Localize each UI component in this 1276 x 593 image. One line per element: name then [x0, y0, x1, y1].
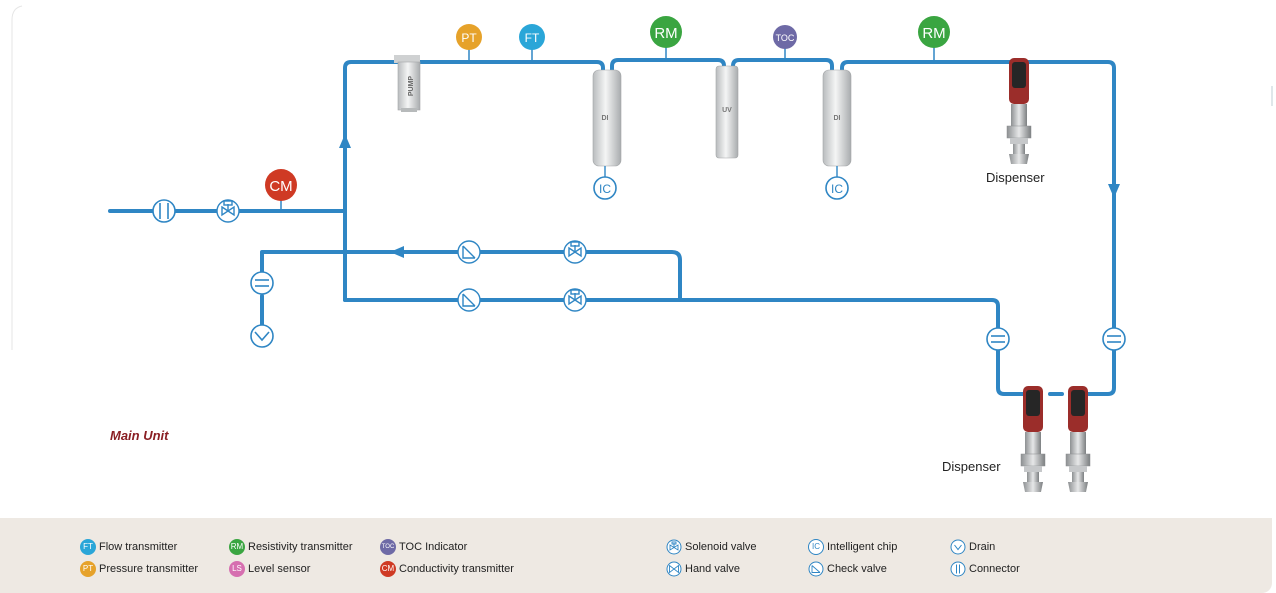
- legend-item-resistivity-transmitter: RM Resistivity transmitter: [229, 539, 353, 555]
- rm-sensor-1-label: RM: [654, 25, 677, 42]
- connector-symbol: [152, 199, 176, 223]
- chip-label-2: IC: [831, 182, 843, 196]
- hand-valve-icon: [666, 561, 682, 577]
- pipework: [108, 58, 1116, 396]
- legend-item-toc-indicator: TOC TOC Indicator: [380, 539, 467, 555]
- pt-sensor-label: PT: [461, 31, 477, 45]
- dispenser-bottom-left: [1020, 385, 1046, 493]
- cm-icon: CM: [380, 561, 396, 577]
- legend-label: Level sensor: [248, 563, 311, 575]
- legend-label: Hand valve: [685, 563, 741, 575]
- bottom-return-pipe: [260, 250, 682, 302]
- pt-icon: PT: [80, 561, 96, 577]
- main-unit-frame: [11, 5, 23, 350]
- check-valve-icon: [808, 561, 824, 577]
- legend-label: Flow transmitter: [99, 541, 178, 553]
- legend-label: Solenoid valve: [685, 541, 757, 553]
- loop-segment-1: [610, 58, 726, 74]
- ft-sensor-label: FT: [525, 31, 540, 45]
- toc-icon: TOC: [380, 539, 396, 555]
- legend: FT Flow transmitter PT Pressure transmit…: [0, 518, 1272, 593]
- legend-item-flow-transmitter: FT Flow transmitter: [80, 539, 177, 555]
- legend-item-connector: Connector: [950, 561, 1020, 577]
- di-label-2: DI: [834, 115, 841, 122]
- connector-right-1: [986, 327, 1010, 351]
- drain-symbol: [250, 324, 274, 348]
- solenoid-valve-upper: [563, 240, 587, 264]
- dispenser-top: [1006, 57, 1032, 165]
- solenoid-valve-lower: [563, 288, 587, 312]
- legend-label: TOC Indicator: [399, 541, 468, 553]
- legend-item-pressure-transmitter: PT Pressure transmitter: [80, 561, 198, 577]
- dispenser-bottom-right: [1065, 385, 1091, 493]
- pump: PUMP: [394, 55, 421, 112]
- rm-sensor-2: RM: [918, 16, 950, 62]
- legend-item-check-valve: Check valve: [808, 561, 887, 577]
- legend-item-conductivity-transmitter: CM Conductivity transmitter: [380, 561, 514, 577]
- legend-item-level-sensor: LS Level sensor: [229, 561, 310, 577]
- flow-arrow-left: [390, 246, 404, 258]
- di-label-1: DI: [602, 115, 609, 122]
- loop-segment-2: [731, 58, 834, 74]
- connector-left: [250, 271, 274, 295]
- legend-item-hand-valve: Hand valve: [666, 561, 740, 577]
- rm-sensor-2-label: RM: [922, 25, 945, 42]
- pt-sensor: PT: [456, 24, 482, 62]
- legend-item-drain: Drain: [950, 539, 995, 555]
- main-loop-pipe: [343, 60, 605, 302]
- flow-arrow-up: [339, 134, 351, 148]
- dispenser-bottom-label: Dispenser: [942, 459, 1001, 474]
- legend-item-intelligent-chip: IC Intelligent chip: [808, 539, 897, 555]
- legend-label: Pressure transmitter: [99, 563, 199, 575]
- pump-label: PUMP: [408, 76, 415, 97]
- legend-label: Drain: [969, 541, 996, 553]
- rm-sensor-1: RM: [650, 16, 682, 60]
- ft-icon: FT: [80, 539, 96, 555]
- loop-segment-3: [840, 60, 1116, 396]
- intelligent-chip-icon: IC: [808, 539, 824, 555]
- legend-label: Intelligent chip: [827, 541, 898, 553]
- check-valve-lower: [457, 288, 481, 312]
- legend-label: Connector: [969, 563, 1020, 575]
- main-unit-label: Main Unit: [110, 428, 169, 443]
- ft-sensor: FT: [519, 24, 545, 62]
- return-upper-pipe: [678, 298, 1026, 396]
- di-cartridge-2: DI: [822, 69, 852, 167]
- intelligent-chip-2: IC: [825, 166, 849, 200]
- intelligent-chip-1: IC: [593, 166, 617, 200]
- flow-arrow-down: [1108, 184, 1120, 198]
- connector-right-2: [1102, 327, 1126, 351]
- uv-lamp: UV: [715, 65, 739, 159]
- legend-label: Check valve: [827, 563, 887, 575]
- di-cartridge-1: DI: [592, 69, 622, 167]
- legend-label: Conductivity transmitter: [399, 563, 514, 575]
- legend-label: Resistivity transmitter: [248, 541, 353, 553]
- solenoid-valve-inlet: [216, 199, 240, 223]
- toc-sensor-label: TOC: [776, 33, 795, 43]
- connector-icon: [950, 561, 966, 577]
- uv-label: UV: [722, 107, 732, 114]
- chip-label-1: IC: [599, 182, 611, 196]
- cm-sensor: CM: [265, 169, 297, 211]
- legend-item-solenoid-valve: Solenoid valve: [666, 539, 757, 555]
- toc-sensor: TOC: [773, 25, 797, 60]
- dispenser-top-label: Dispenser: [986, 170, 1045, 185]
- ls-icon: LS: [229, 561, 245, 577]
- rm-icon: RM: [229, 539, 245, 555]
- drain-icon: [950, 539, 966, 555]
- solenoid-valve-icon: [666, 539, 682, 555]
- cm-sensor-label: CM: [269, 178, 292, 195]
- check-valve-upper: [457, 240, 481, 264]
